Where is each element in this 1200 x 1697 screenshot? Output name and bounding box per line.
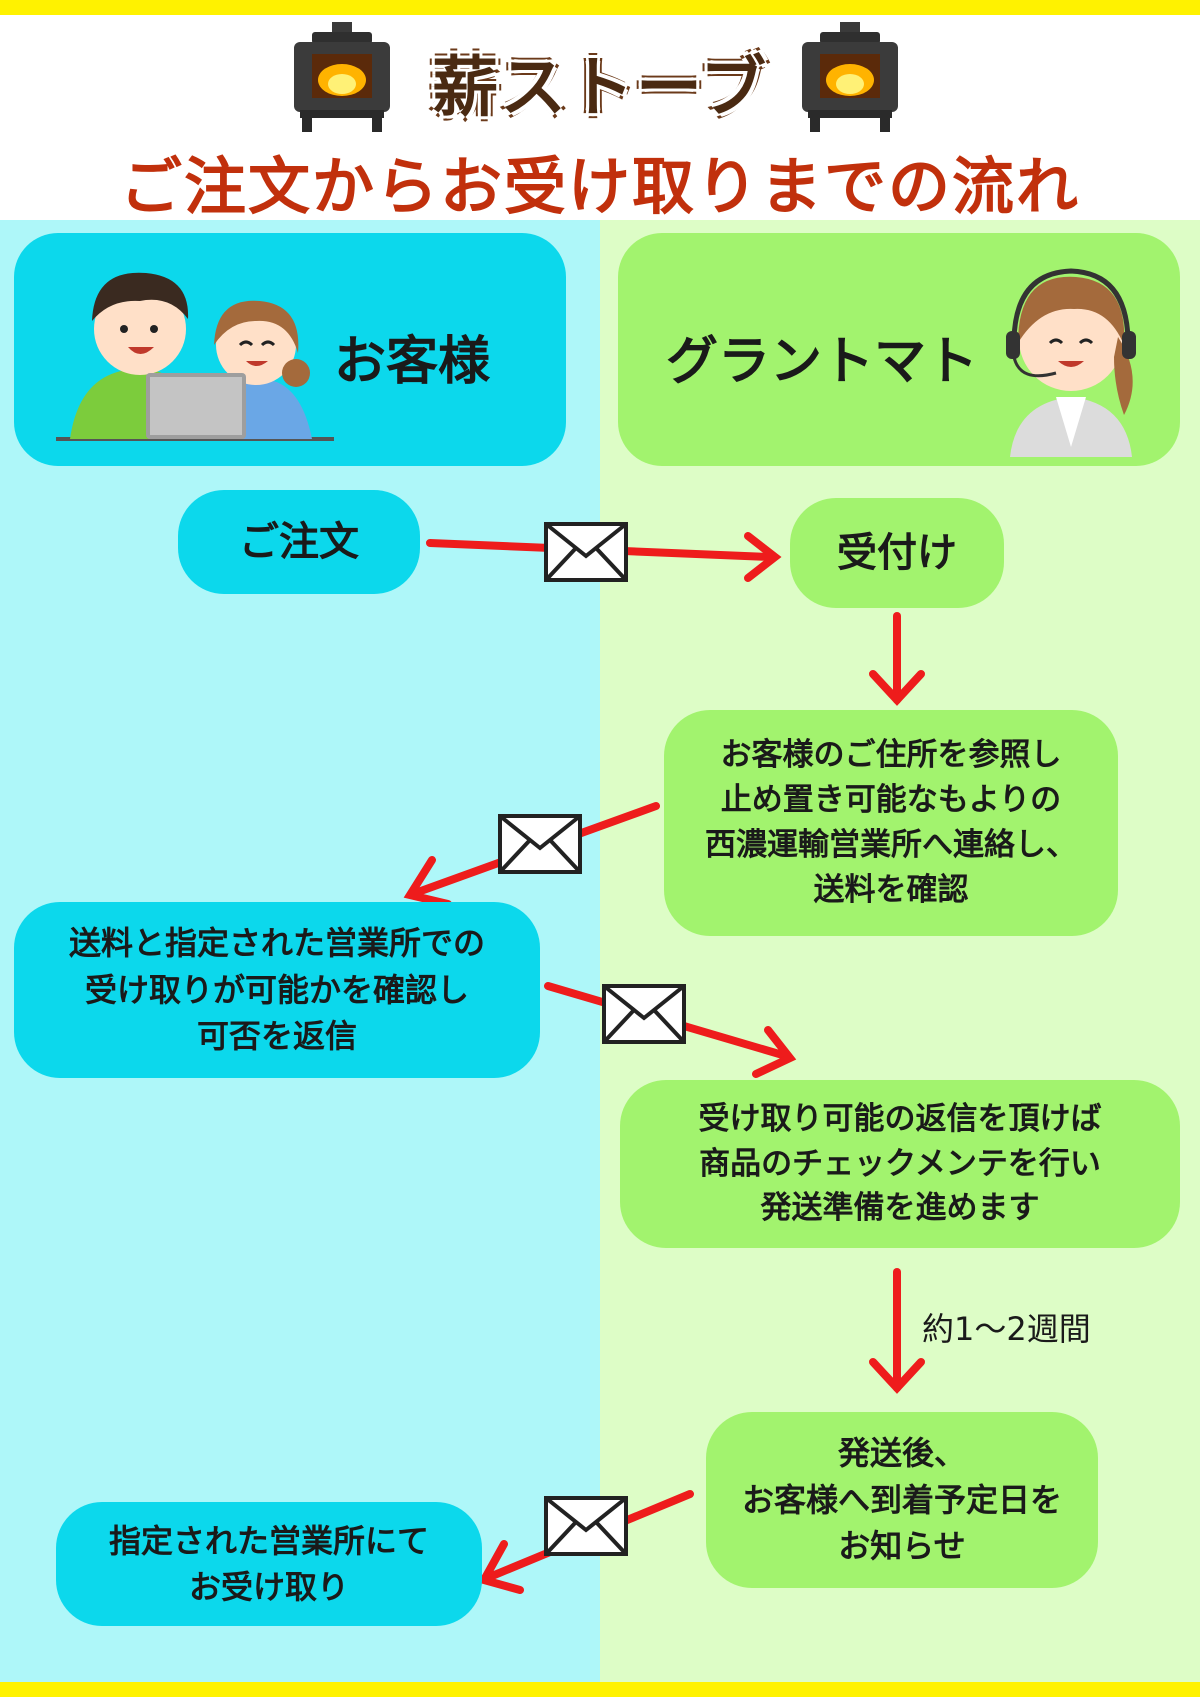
title-line-2: ご注文からお受け取りまでの流れ xyxy=(119,150,1080,223)
envelope-icon xyxy=(544,1496,628,1556)
operator-illustration xyxy=(1006,268,1136,457)
title-line-1: 薪ストーブ xyxy=(431,49,769,126)
duration-note: 約1～2週間 xyxy=(922,1310,1091,1348)
customers-illustration xyxy=(56,272,334,441)
step-receive: 受付け xyxy=(790,498,1004,608)
step-prepare: 受け取り可能の返信を頂けば 商品のチェックメンテを行い 発送準備を進めます xyxy=(620,1080,1180,1248)
envelope-icon xyxy=(498,814,582,874)
step-notify: 発送後、 お客様へ到着予定日を お知らせ xyxy=(706,1412,1098,1588)
top-band xyxy=(0,0,1200,15)
company-header: グラントマト xyxy=(618,233,1180,466)
step-check-office: お客様のご住所を参照し 止め置き可能なもよりの 西濃運輸営業所へ連絡し、 送料を… xyxy=(664,710,1118,936)
envelope-icon xyxy=(602,984,686,1044)
envelope-icon xyxy=(544,522,628,582)
company-label: グラントマト xyxy=(666,332,979,392)
step-order: ご注文 xyxy=(178,490,420,594)
customer-header: お客様 xyxy=(14,233,566,466)
wood-stove-icon xyxy=(294,22,390,132)
wood-stove-icon xyxy=(802,22,898,132)
customer-label: お客様 xyxy=(334,332,491,392)
bottom-band xyxy=(0,1682,1200,1697)
step-pickup: 指定された営業所にて お受け取り xyxy=(56,1502,482,1626)
step-customer-confirm: 送料と指定された営業所での 受け取りが可能かを確認し 可否を返信 xyxy=(14,902,540,1078)
